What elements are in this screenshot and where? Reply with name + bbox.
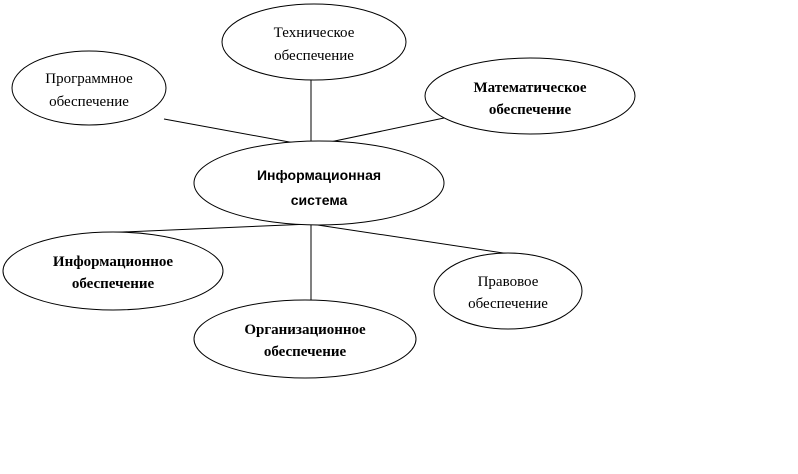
connector-legal [310,223,511,255]
center-label: система [291,192,348,208]
node-label: обеспечение [489,102,572,118]
node-label: Техническое [274,25,355,41]
connector-information [99,223,312,234]
node-organizational: Организационное обеспечение [193,299,417,379]
node-legal: Правовое обеспечение [433,252,583,330]
node-label: обеспечение [72,276,155,292]
center-label: Информационная [257,167,381,183]
node-label: обеспечение [468,296,548,312]
node-label: обеспечение [49,94,129,110]
node-technical: Техническое обеспечение [221,3,407,81]
node-label: Программное [45,71,133,87]
node-label: Информационное [53,254,173,270]
node-label: Математическое [473,80,586,96]
node-label: Правовое [478,274,539,290]
connector-software [163,118,312,147]
node-software: Программное обеспечение [11,50,167,126]
node-label: обеспечение [264,344,347,360]
node-label: Организационное [244,322,366,338]
node-math: Математическое обеспечение [424,57,636,135]
node-center: Информационная система [193,140,445,226]
node-label: обеспечение [274,48,354,64]
node-information: Информационное обеспечение [2,231,224,311]
